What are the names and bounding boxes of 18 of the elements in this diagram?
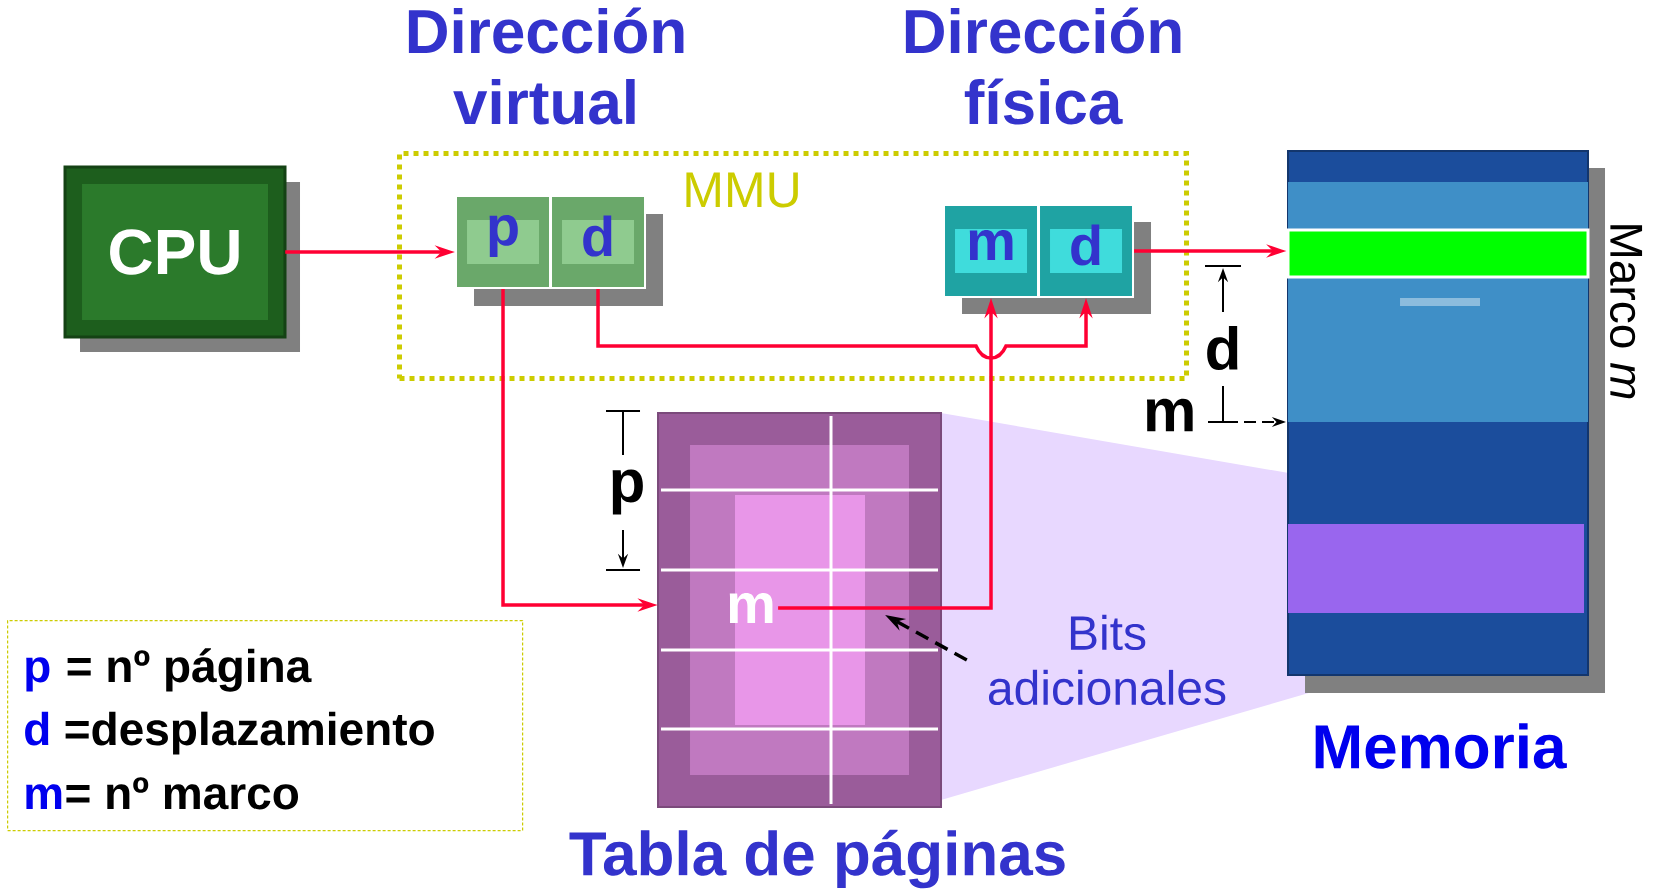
node-label: Marco m	[1609, 225, 1643, 399]
address-cell: m	[943, 204, 1039, 298]
dimension-label: d	[1207, 325, 1238, 370]
address-cell: d	[1038, 204, 1134, 298]
note-text: Bits adicionales	[988, 614, 1226, 706]
cpu-box: CPU	[63, 165, 287, 339]
table-entry: m	[729, 592, 773, 624]
heading: Dirección virtual	[408, 7, 684, 125]
memory-block: Memoria Marco m	[1287, 150, 1643, 769]
frame-bar	[1286, 228, 1590, 279]
address-cell: p	[455, 195, 551, 289]
heading: Dirección física	[905, 7, 1181, 125]
dimension-label: m	[1146, 398, 1193, 432]
legend-box: p = nº página d =desplazamiento m= nº marco	[7, 620, 524, 832]
node-label: Memoria	[1315, 723, 1567, 769]
address-cell: d	[550, 195, 646, 289]
node-label: Tabla de páginas	[569, 829, 1065, 889]
dimension-label: p	[612, 469, 643, 515]
